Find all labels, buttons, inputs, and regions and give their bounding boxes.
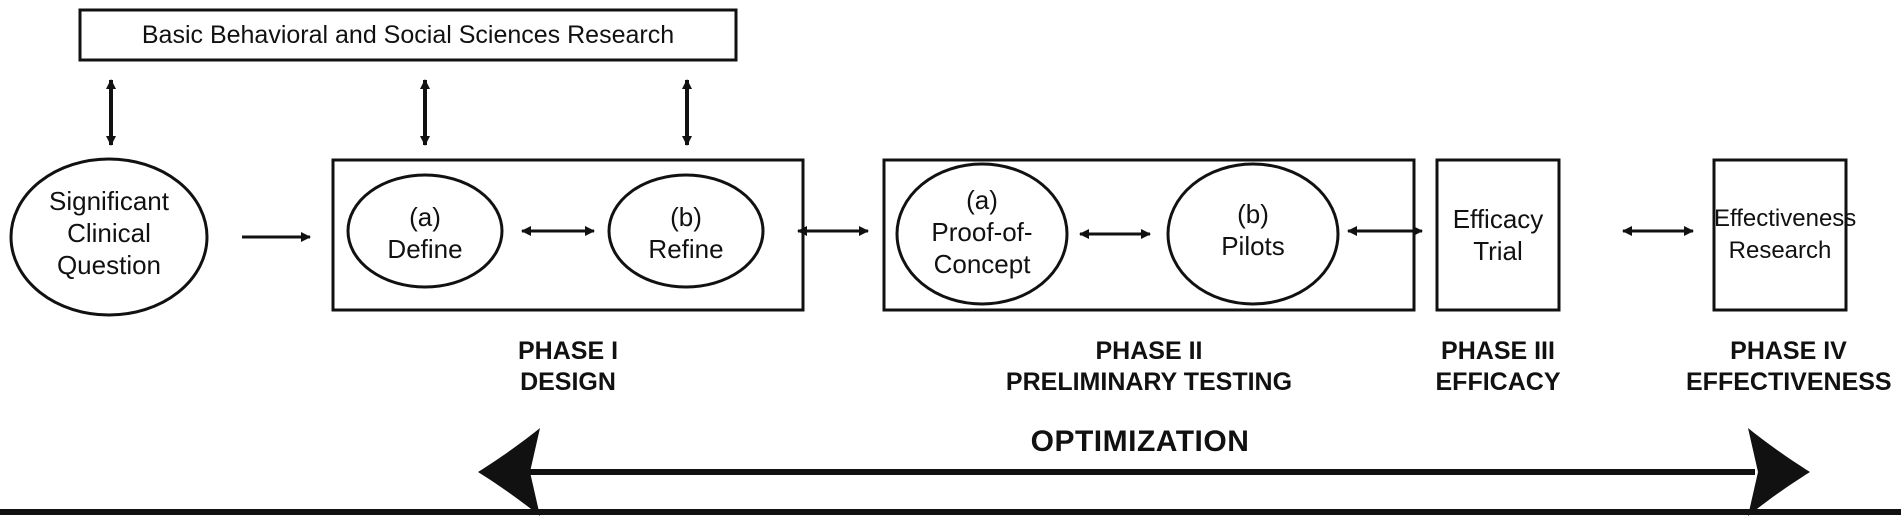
efficacy-trial-label: Efficacy Trial xyxy=(1452,204,1544,266)
pilots-ellipse xyxy=(1166,162,1340,306)
define-label: (a) Define xyxy=(387,202,463,264)
phase2-label: PHASE II PRELIMINARY TESTING xyxy=(1005,337,1293,396)
refine-label: (b) Refine xyxy=(648,202,724,264)
basic-research-label: Basic Behavioral and Social Sciences Res… xyxy=(141,21,675,49)
clinical-question-label: Significant Clinical Question xyxy=(49,186,169,280)
optimization-label: OPTIMIZATION xyxy=(1030,425,1250,458)
phase3-label: PHASE III EFFICACY xyxy=(1435,337,1561,396)
pilots-label: (b) Pilots xyxy=(1221,199,1285,261)
define-ellipse xyxy=(346,173,504,289)
proof-of-concept-label: (a) Proof-of- Concept xyxy=(931,185,1033,279)
optimization-arrowhead-left xyxy=(478,428,540,516)
optimization-arrowhead-right xyxy=(1748,428,1810,516)
proof-of-concept-ellipse xyxy=(895,162,1069,306)
clinical-question-ellipse xyxy=(9,157,209,317)
refine-ellipse xyxy=(607,173,765,289)
phase4-label: PHASE IV EFFECTIVENESS xyxy=(1686,337,1892,396)
effectiveness-box xyxy=(1712,158,1848,312)
efficacy-box xyxy=(1435,158,1561,312)
effectiveness-research-label: Effectiveness Research xyxy=(1714,205,1857,264)
phase1-label: PHASE I DESIGN xyxy=(517,337,619,396)
basic-research-box xyxy=(78,8,738,62)
